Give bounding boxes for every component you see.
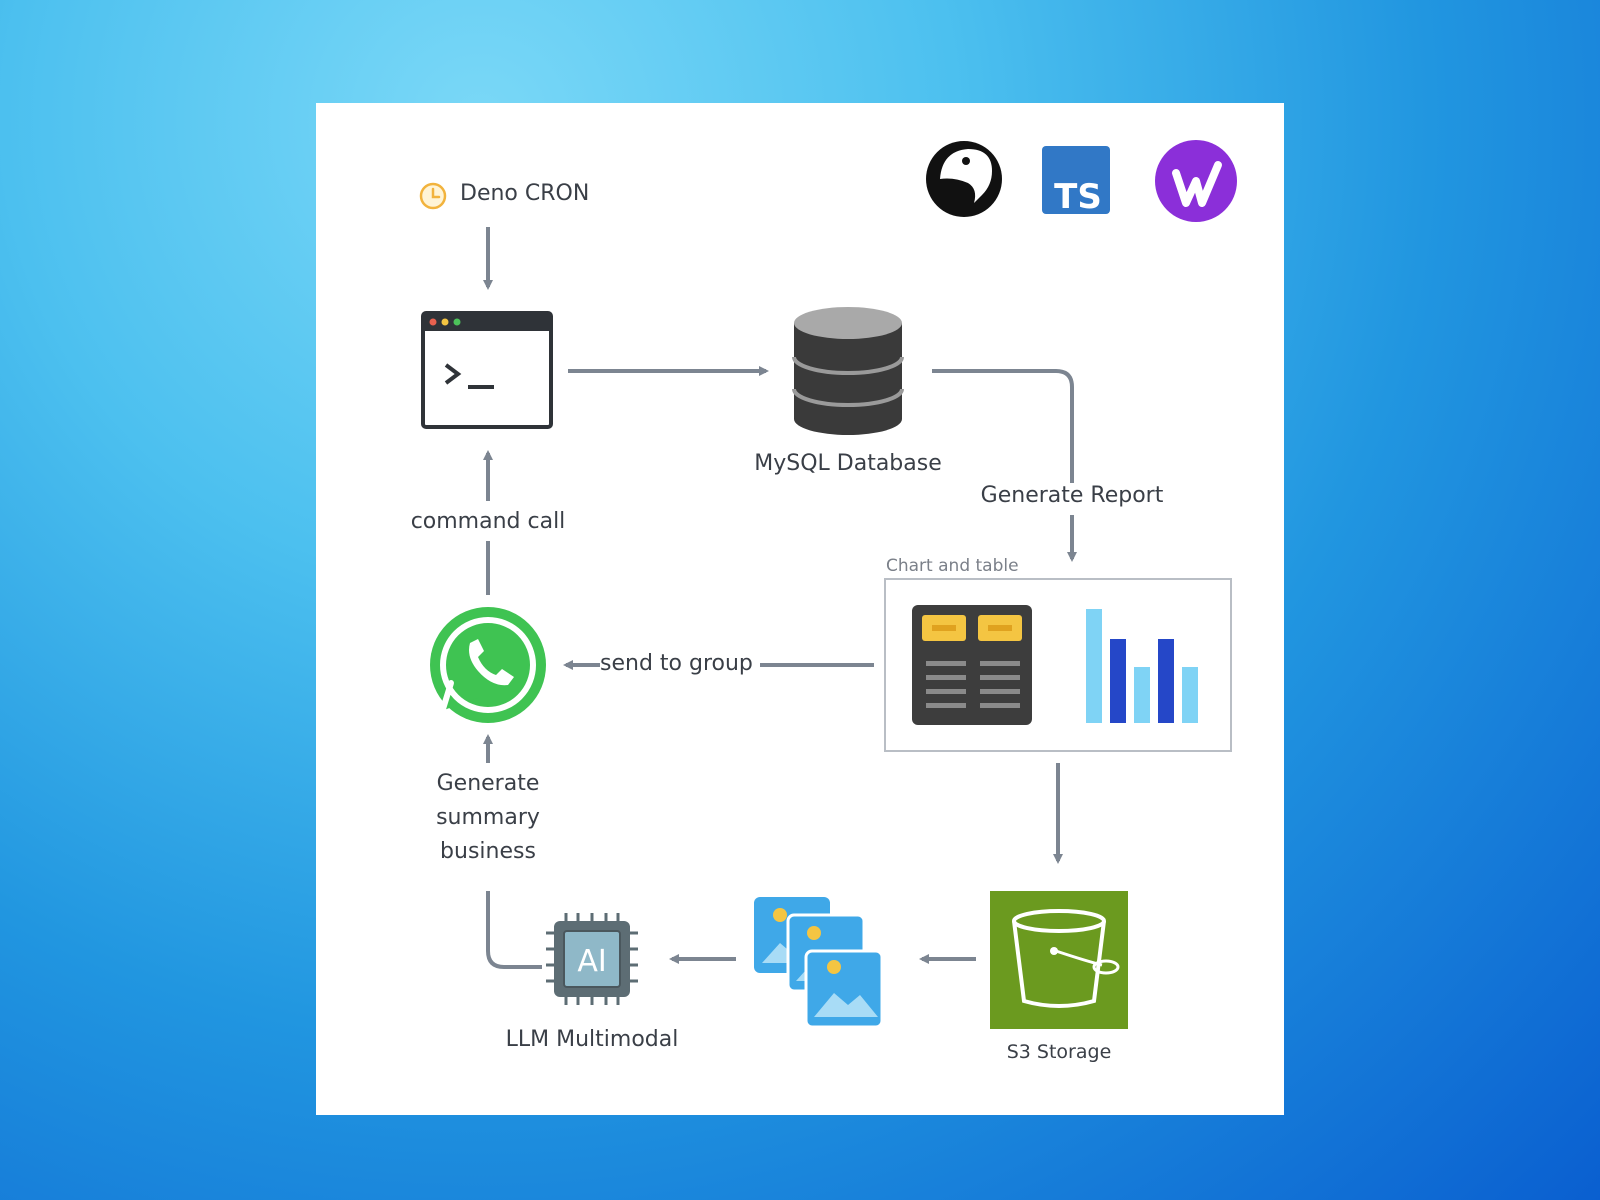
connector-ai-to-summary bbox=[486, 891, 542, 969]
diagram-card: TS bbox=[316, 103, 1284, 1115]
deno-cron-label: Deno CRON bbox=[460, 181, 590, 208]
database-icon bbox=[792, 307, 904, 435]
bar-chart-icon bbox=[1086, 609, 1198, 723]
generate-report-label: Generate Report bbox=[980, 483, 1164, 510]
generate-summary-label: Generate summary business bbox=[413, 767, 563, 869]
images-icon bbox=[754, 897, 884, 1029]
generate-summary-line-3: business bbox=[440, 839, 536, 864]
command-call-label: command call bbox=[410, 509, 566, 536]
chart-and-table-label: Chart and table bbox=[886, 556, 1019, 576]
s3-bucket-icon bbox=[990, 891, 1128, 1029]
terminal-icon bbox=[421, 311, 553, 429]
s3-storage-label: S3 Storage bbox=[1006, 1041, 1112, 1064]
generate-summary-line-1: Generate bbox=[436, 771, 540, 796]
purple-w-logo-icon bbox=[1155, 140, 1237, 222]
clock-icon bbox=[419, 182, 447, 210]
connectors bbox=[483, 227, 1077, 969]
mysql-database-label: MySQL Database bbox=[754, 451, 942, 478]
ai-chip-text: AI bbox=[577, 944, 606, 979]
typescript-logo-icon: TS bbox=[1042, 146, 1110, 217]
whatsapp-icon bbox=[430, 607, 546, 723]
connector-db-to-report bbox=[932, 369, 1074, 483]
diagram-canvas: TS bbox=[421, 140, 1237, 1029]
deno-logo-icon bbox=[926, 141, 1002, 217]
table-icon bbox=[912, 605, 1032, 725]
send-to-group-label: send to group bbox=[600, 651, 753, 678]
ts-logo-text: TS bbox=[1054, 177, 1102, 217]
generate-summary-line-2: summary bbox=[436, 805, 540, 830]
ai-chip-icon: AI bbox=[546, 913, 638, 1005]
llm-multimodal-label: LLM Multimodal bbox=[505, 1027, 679, 1054]
